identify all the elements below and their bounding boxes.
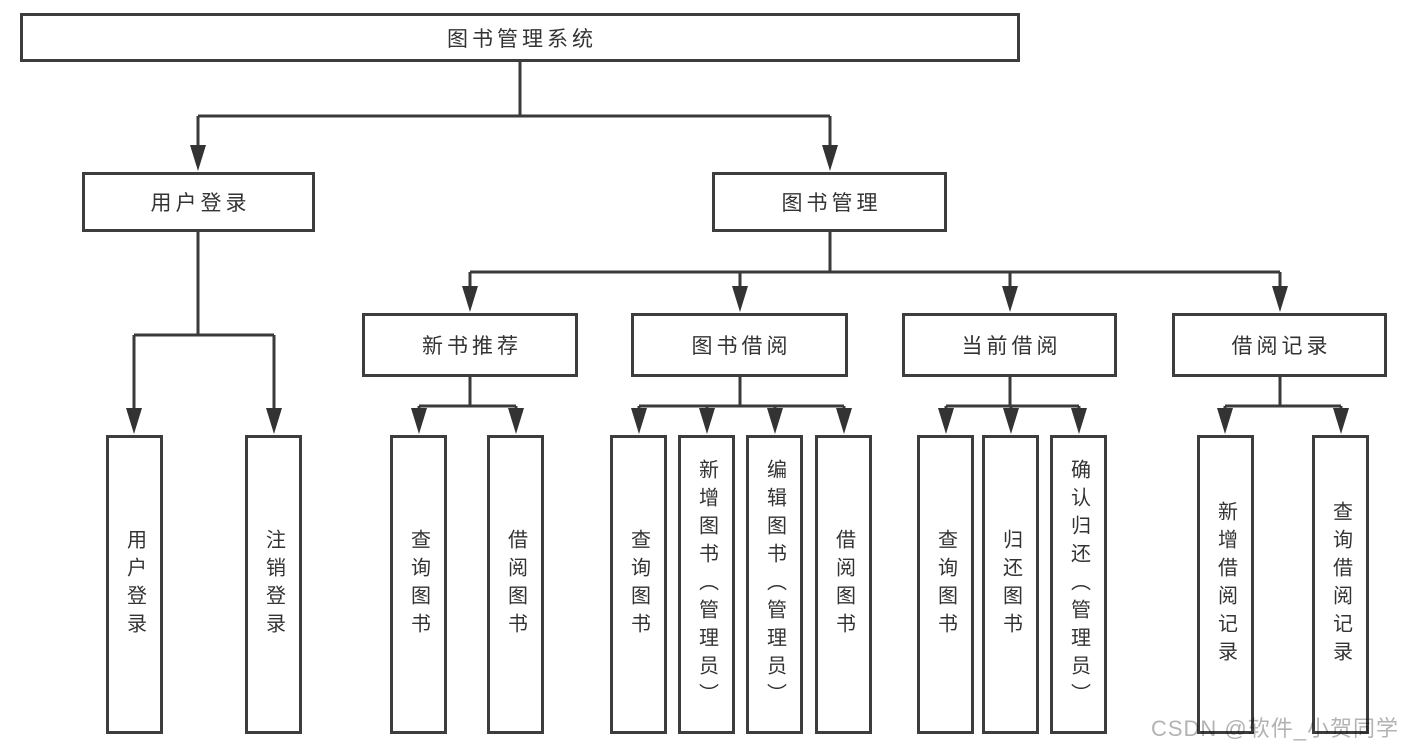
arrowhead (1272, 286, 1288, 312)
leaf-current-return-books-label: 归还图书 (999, 528, 1022, 641)
node-current-borrowing-label: 当前借阅 (961, 335, 1062, 358)
arrowhead (1002, 286, 1018, 312)
connector-user-login-to-leaves (126, 232, 282, 434)
node-new-book-recommend: 新书推荐 (362, 313, 578, 377)
connector-current-borrowing-to-leaves (938, 377, 1087, 434)
leaf-borrowing-borrow-books: 借阅图书 (815, 435, 872, 734)
leaf-records-query-record-label: 查询借阅记录 (1329, 500, 1352, 669)
leaf-records-add-record-label: 新增借阅记录 (1214, 500, 1237, 669)
arrowhead (699, 408, 715, 434)
leaf-logout-label: 注销登录 (262, 528, 285, 641)
arrowhead (1333, 408, 1349, 434)
node-user-login-branch: 用户登录 (82, 172, 315, 232)
arrowhead (1071, 408, 1087, 434)
arrowhead (767, 408, 783, 434)
connector-root-to-branches (190, 62, 838, 171)
node-root-label: 图书管理系统 (447, 27, 597, 51)
node-root: 图书管理系统 (20, 13, 1020, 62)
arrowhead (1003, 408, 1019, 434)
leaf-borrowing-edit-books-admin-label: 编辑图书（管理员） (763, 458, 786, 711)
node-current-borrowing: 当前借阅 (902, 313, 1117, 377)
node-book-management-label: 图书管理 (781, 192, 882, 215)
arrowhead (411, 408, 427, 434)
node-book-management: 图书管理 (712, 172, 947, 232)
arrowhead (938, 408, 954, 434)
leaf-records-query-record: 查询借阅记录 (1312, 435, 1369, 734)
connector-book-management-to-level3 (462, 232, 1288, 312)
node-borrowing-records: 借阅记录 (1172, 313, 1387, 377)
node-user-login-branch-label: 用户登录 (150, 192, 251, 215)
leaf-newbook-borrow-books: 借阅图书 (487, 435, 544, 734)
leaf-current-query-books: 查询图书 (917, 435, 974, 734)
leaf-borrowing-query-books: 查询图书 (610, 435, 667, 734)
connector-borrowing-records-to-leaves (1217, 377, 1349, 434)
node-book-borrowing-label: 图书借阅 (691, 335, 792, 358)
leaf-newbook-borrow-books-label: 借阅图书 (504, 528, 527, 641)
arrowhead (732, 286, 748, 312)
leaf-current-query-books-label: 查询图书 (934, 528, 957, 641)
arrowhead (462, 286, 478, 312)
leaf-current-confirm-return-admin: 确认归还（管理员） (1050, 435, 1107, 734)
node-new-book-recommend-label: 新书推荐 (422, 335, 522, 358)
leaf-newbook-query-books: 查询图书 (390, 435, 447, 734)
arrowhead (508, 408, 524, 434)
leaf-user-login-label: 用户登录 (123, 528, 146, 641)
arrowhead (836, 408, 852, 434)
leaf-current-confirm-return-admin-label: 确认归还（管理员） (1067, 458, 1090, 711)
csdn-watermark: CSDN @软件_小贺同学 (1150, 716, 1399, 741)
arrowhead (822, 145, 838, 171)
leaf-borrowing-edit-books-admin: 编辑图书（管理员） (746, 435, 803, 734)
arrowhead (266, 408, 282, 434)
leaf-borrowing-borrow-books-label: 借阅图书 (832, 528, 855, 641)
leaf-user-login: 用户登录 (106, 435, 163, 734)
leaf-logout: 注销登录 (245, 435, 302, 734)
leaf-newbook-query-books-label: 查询图书 (407, 528, 430, 641)
arrowhead (126, 408, 142, 434)
arrowhead (631, 408, 647, 434)
leaf-borrowing-query-books-label: 查询图书 (627, 528, 650, 641)
connector-book-borrowing-to-leaves (631, 377, 852, 434)
leaf-current-return-books: 归还图书 (982, 435, 1039, 734)
connector-new-book-to-leaves (411, 377, 524, 434)
node-borrowing-records-label: 借阅记录 (1231, 335, 1332, 358)
leaf-borrowing-add-books-admin-label: 新增图书（管理员） (695, 458, 718, 711)
leaf-records-add-record: 新增借阅记录 (1197, 435, 1254, 734)
arrowhead (1217, 408, 1233, 434)
node-book-borrowing: 图书借阅 (631, 313, 848, 377)
arrowhead (190, 145, 206, 171)
leaf-borrowing-add-books-admin: 新增图书（管理员） (678, 435, 735, 734)
